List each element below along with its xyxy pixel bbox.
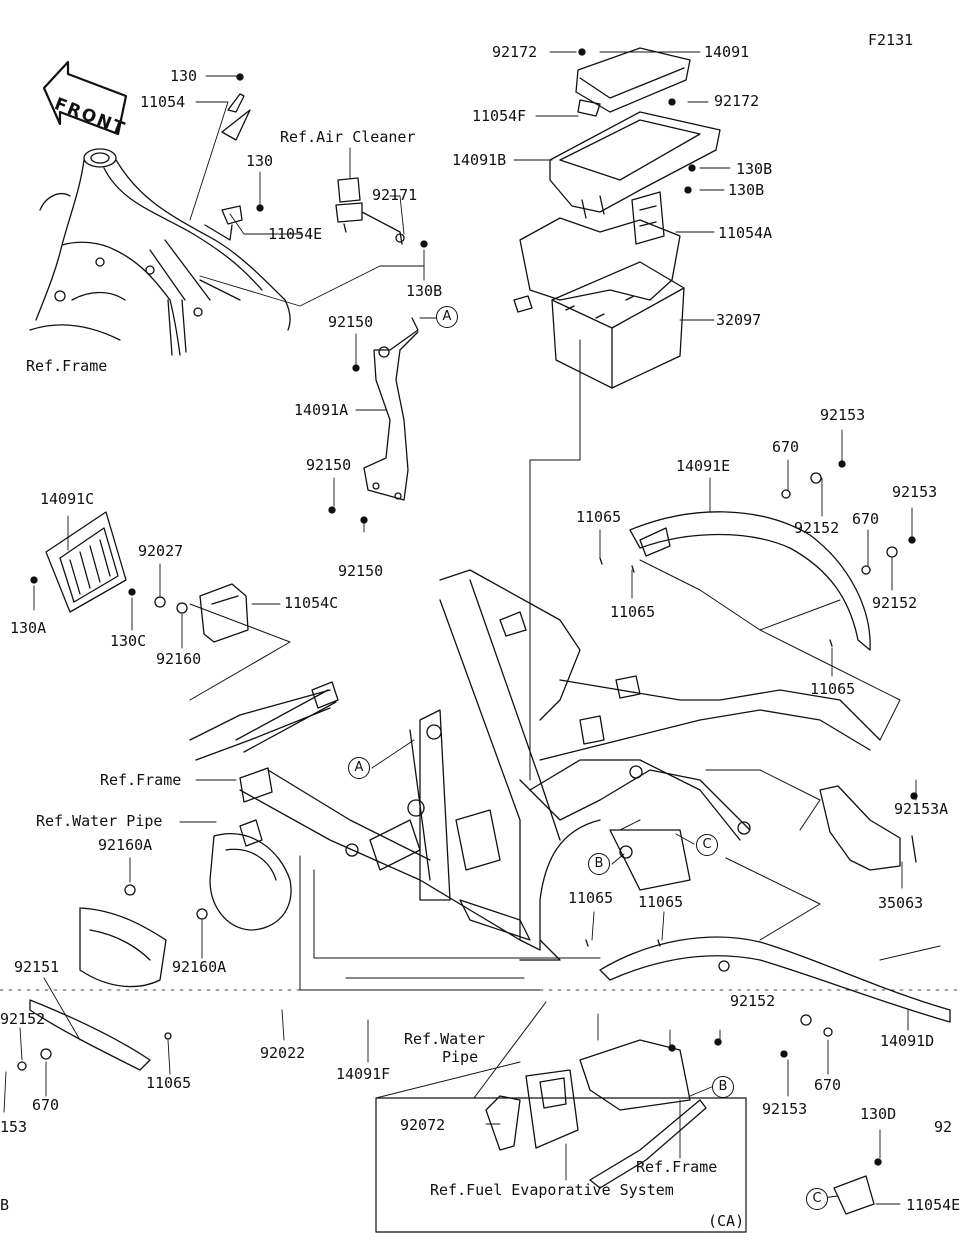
label-130-mid: 130: [246, 152, 274, 170]
label-92150-c: 92150: [338, 562, 384, 580]
diagram-code: F2131: [868, 31, 914, 49]
label-92160a-a: 92160A: [98, 836, 153, 854]
label-92160a-b: 92160A: [172, 958, 227, 976]
label-11065-b: 11065: [610, 603, 656, 621]
label-92152-mid: 92152: [730, 992, 776, 1010]
label-ref-water-pipe-bot-1: Ref.Water: [404, 1030, 486, 1048]
ref-circle-c-mid: C: [696, 834, 718, 856]
label-153-left: 153: [0, 1118, 28, 1136]
label-11054e: 11054E: [268, 225, 323, 243]
label-11054c: 11054C: [284, 594, 339, 612]
main-frame-illustration: [189, 569, 881, 961]
label-35063: 35063: [878, 894, 924, 912]
label-11054a: 11054A: [718, 224, 773, 242]
bracket-11054c-icon: [199, 583, 249, 643]
cover-92151-icon: [79, 907, 167, 988]
label-670-left: 670: [32, 1096, 60, 1114]
label-92171: 92171: [372, 186, 418, 204]
label-b-edge: B: [0, 1196, 10, 1214]
label-11065-left: 11065: [146, 1074, 192, 1092]
cross-bar-icon: [235, 689, 337, 753]
label-ref-fuel-evap: Ref.Fuel Evaporative System: [430, 1181, 674, 1199]
label-130b-r1: 130B: [736, 160, 773, 178]
label-ref-water-pipe-top: Ref.Water Pipe: [36, 812, 163, 830]
label-92150-a: 92150: [328, 313, 374, 331]
side-cover-left-icon: [29, 999, 151, 1071]
bracket-11054e-bottom-icon: [833, 1175, 875, 1215]
label-92153-a: 92153: [820, 406, 866, 424]
label-92-edge: 92: [934, 1118, 953, 1136]
label-130-top: 130: [170, 67, 198, 85]
label-130d: 130D: [860, 1105, 897, 1123]
leader-lines: [3, 51, 917, 1205]
label-11065-d: 11065: [568, 889, 614, 907]
label-130b-left: 130B: [406, 282, 443, 300]
label-14091c: 14091C: [40, 490, 95, 508]
label-ref-air-cleaner: Ref.Air Cleaner: [280, 128, 416, 146]
label-92160: 92160: [156, 650, 202, 668]
label-92151: 92151: [14, 958, 60, 976]
label-ref-frame-bot: Ref.Frame: [636, 1158, 718, 1176]
label-92172-top: 92172: [492, 43, 538, 61]
front-arrow-icon: [42, 60, 128, 136]
tool-box-lid-icon: [575, 47, 691, 113]
label-ref-frame-top: Ref.Frame: [26, 357, 108, 375]
label-92172-right: 92172: [714, 92, 760, 110]
label-92153-b: 92153: [892, 483, 938, 501]
label-92152-b: 92152: [872, 594, 918, 612]
ref-circle-b-mid: B: [588, 853, 610, 875]
label-92072: 92072: [400, 1116, 446, 1134]
bracket-11054a-icon: [631, 191, 665, 245]
label-670-right: 670: [814, 1076, 842, 1094]
label-11065-a: 11065: [576, 508, 622, 526]
label-ref-frame-mid: Ref.Frame: [100, 771, 182, 789]
label-11065-e: 11065: [638, 893, 684, 911]
label-11054e-edge: 11054E: [906, 1196, 960, 1214]
label-11065-c: 11065: [810, 680, 856, 698]
label-14091d: 14091D: [880, 1032, 935, 1050]
label-14091e: 14091E: [676, 457, 731, 475]
ref-circle-c-bot: C: [806, 1188, 828, 1210]
fuel-evaporative-box-icon: [375, 1038, 747, 1233]
label-14091a: 14091A: [294, 401, 349, 419]
label-92152-a: 92152: [794, 519, 840, 537]
label-670-a: 670: [772, 438, 800, 456]
label-130a: 130A: [10, 619, 47, 637]
label-92153-right: 92153: [762, 1100, 808, 1118]
label-11054f: 11054F: [472, 107, 527, 125]
water-pump-cover-icon: [124, 819, 292, 931]
label-130c: 130C: [110, 632, 147, 650]
label-92153a: 92153A: [894, 800, 949, 818]
label-14091f: 14091F: [336, 1065, 391, 1083]
label-92150-b: 92150: [306, 456, 352, 474]
label-14091b: 14091B: [452, 151, 507, 169]
label-32097: 32097: [716, 311, 762, 329]
air-cleaner-valve-icon: [335, 177, 428, 248]
label-92022: 92022: [260, 1044, 306, 1062]
side-cover-14091c-icon: [30, 511, 188, 614]
region-divider-lines: [0, 339, 960, 1099]
tool-tray-icon: [549, 99, 721, 219]
label-92152-left: 92152: [0, 1010, 46, 1028]
ref-circle-a-top: A: [436, 306, 458, 328]
label-670-b: 670: [852, 510, 880, 528]
bracket-35063-icon: [819, 785, 901, 871]
ref-circle-b-bot: B: [712, 1076, 734, 1098]
front-frame-illustration: [29, 148, 291, 356]
label-ca: (CA): [708, 1212, 745, 1230]
bracket-11054-icon: [221, 93, 251, 141]
ref-circle-a-mid: A: [348, 757, 370, 779]
battery-icon: [513, 217, 685, 389]
label-130b-r2: 130B: [728, 181, 765, 199]
label-11054: 11054: [140, 93, 186, 111]
label-ref-water-pipe-bot-2: Pipe: [442, 1048, 479, 1066]
fender-14091e-icon: [599, 460, 916, 651]
bracket-14091a-icon: [328, 317, 419, 524]
label-14091: 14091: [704, 43, 750, 61]
label-92027: 92027: [138, 542, 184, 560]
rear-fender-14091d-icon: [585, 936, 951, 1058]
